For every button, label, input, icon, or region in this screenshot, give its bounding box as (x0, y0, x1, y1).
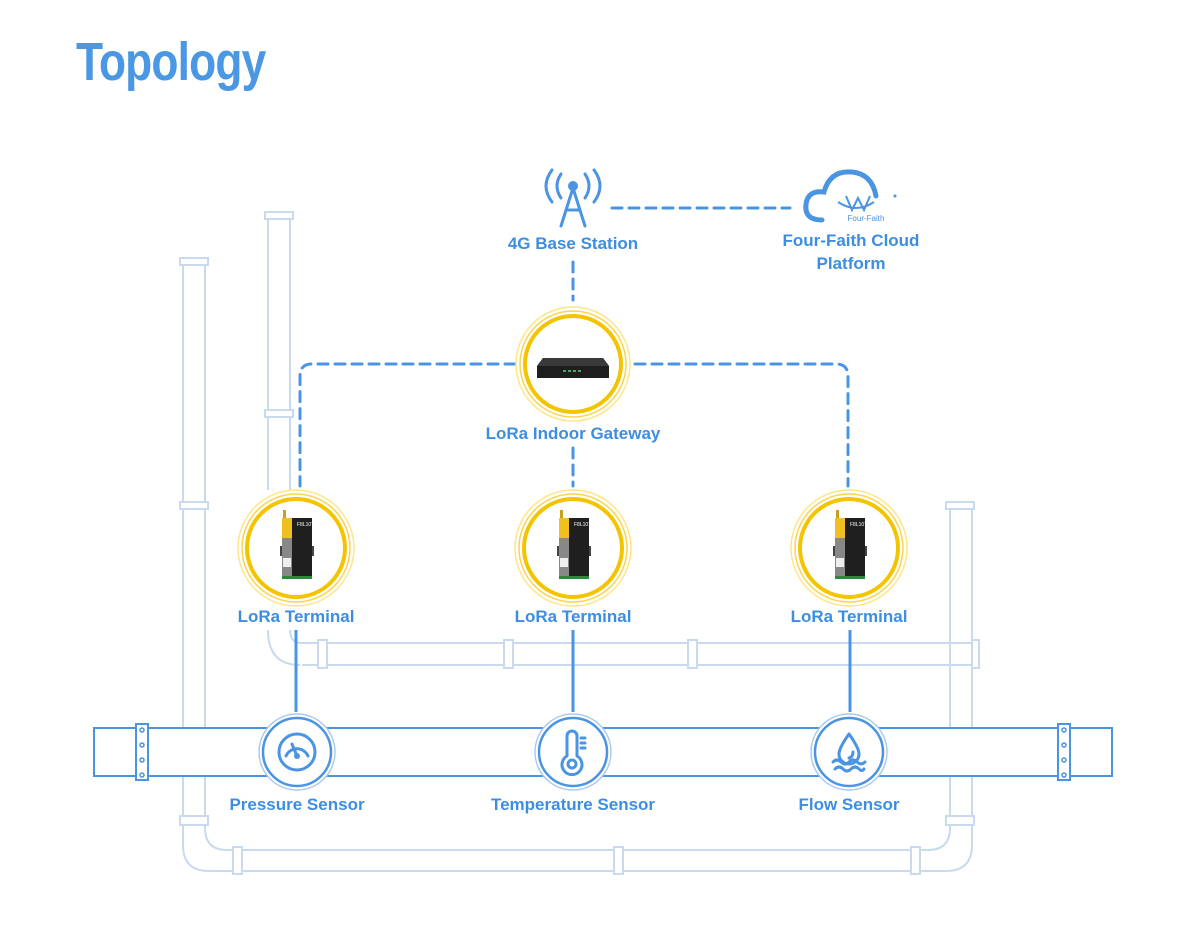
clamp (945, 501, 975, 510)
terminal-ring-outer (790, 489, 908, 607)
bolt (139, 742, 145, 748)
clamp (910, 846, 921, 875)
background-pipes (179, 211, 980, 875)
bolt (1061, 727, 1067, 733)
clamp (317, 639, 328, 669)
terminal-device-text: F8L10T (574, 522, 591, 528)
clamp (503, 639, 514, 669)
cloud-logo-text: Four-Faith (848, 214, 885, 223)
bolt (139, 727, 145, 733)
cloud-logo-icon: Four-Faith (803, 169, 897, 223)
terminal-device-text: F8L10T (297, 522, 314, 528)
main-pipe-flange-right (1057, 723, 1071, 781)
clamp (264, 211, 294, 220)
terminal-label: LoRa Terminal (515, 607, 632, 626)
pipe-clamps (179, 211, 980, 875)
base-station-label: 4G Base Station (508, 234, 638, 253)
terminal-device-icon: F8L10T (557, 510, 591, 579)
terminal-ring-mid (518, 493, 628, 603)
sensor-label: Flow Sensor (798, 795, 899, 814)
connector-gateway-to-terminal-left (298, 362, 517, 488)
node-terminal-left: F8L10T LoRa Terminal (237, 489, 355, 626)
terminal-ring-outer (237, 489, 355, 607)
sensor-label: Pressure Sensor (229, 795, 365, 814)
bolt (1061, 742, 1067, 748)
thermometer-icon (560, 729, 587, 777)
water-drop-icon (831, 732, 867, 773)
terminal-label: LoRa Terminal (791, 607, 908, 626)
terminal-ring-mid (241, 493, 351, 603)
terminal-device-icon: F8L10T (280, 510, 314, 579)
main-pipe-flange-left (135, 723, 149, 781)
bolt (1061, 772, 1067, 778)
node-terminal-right: F8L10T LoRa Terminal (790, 489, 908, 626)
pipe-inner-loop (204, 262, 951, 851)
clamp (613, 846, 624, 875)
clamp (179, 815, 209, 826)
clamp (687, 639, 698, 669)
node-temperature-sensor: Temperature Sensor (491, 713, 655, 814)
cell-tower-icon (544, 168, 602, 228)
sensor-label: Temperature Sensor (491, 795, 655, 814)
pipe-outer-loop (182, 262, 973, 872)
terminal-ring-outer (514, 489, 632, 607)
bolt (139, 757, 145, 763)
node-pressure-sensor: Pressure Sensor (229, 713, 365, 814)
sensor-ring (537, 716, 609, 788)
gateway-ring-outer (515, 306, 631, 422)
terminal-ring-mid (794, 493, 904, 603)
terminal-device-icon: F8L10T (833, 510, 867, 579)
node-cloud: Four-Faith Four-Faith Cloud Platform (783, 169, 920, 273)
clamp (264, 409, 294, 418)
connectors (294, 206, 852, 712)
terminal-device-text: F8L10T (850, 522, 867, 528)
page-title: Topology (76, 32, 266, 92)
node-flow-sensor: Flow Sensor (798, 713, 900, 814)
clamp (971, 639, 980, 669)
pressure-gauge-icon (277, 732, 317, 772)
pipe-curve-inner (289, 629, 303, 644)
sensor-ring (261, 716, 333, 788)
terminal-label: LoRa Terminal (238, 607, 355, 626)
cloud-label-line2: Platform (817, 254, 886, 273)
node-terminal-center: F8L10T LoRa Terminal (514, 489, 632, 626)
sensor-ring (813, 716, 885, 788)
gateway-device-icon (537, 358, 609, 378)
clamp (179, 257, 209, 266)
node-base-station: 4G Base Station (508, 168, 638, 253)
gateway-ring-mid (519, 310, 627, 418)
node-gateway: LoRa Indoor Gateway (486, 306, 661, 443)
clamp (945, 815, 975, 826)
clamp (179, 501, 209, 510)
bolt (1061, 757, 1067, 763)
clamp (232, 846, 243, 875)
cloud-label-line1: Four-Faith Cloud (783, 231, 920, 250)
bolt (139, 772, 145, 778)
gateway-label: LoRa Indoor Gateway (486, 424, 661, 443)
connector-gateway-to-terminal-right (633, 362, 850, 488)
